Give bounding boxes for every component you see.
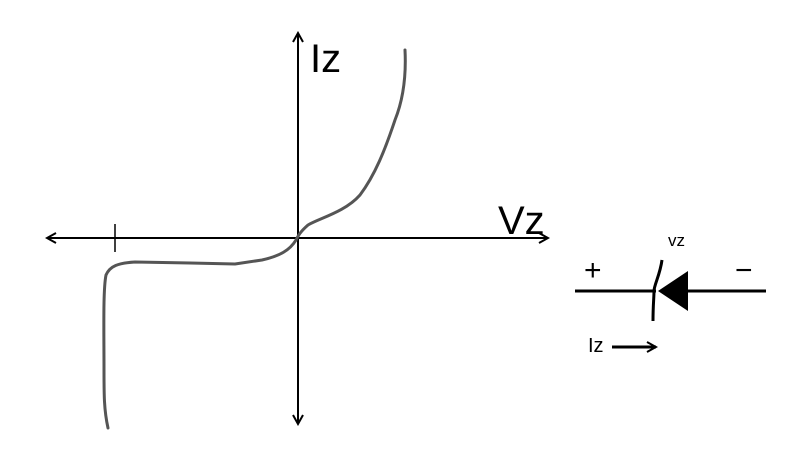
- voltage-label: vz: [668, 231, 685, 250]
- minus-sign: −: [735, 254, 753, 287]
- zener-cathode-bar: [651, 259, 664, 322]
- plus-sign: +: [584, 254, 602, 287]
- diode-triangle: [658, 271, 688, 311]
- current-label: Iz: [588, 335, 604, 357]
- y-axis-label: Iz: [310, 37, 341, 81]
- iv-curve: [102, 48, 407, 430]
- x-axis-label: Vz: [498, 199, 545, 243]
